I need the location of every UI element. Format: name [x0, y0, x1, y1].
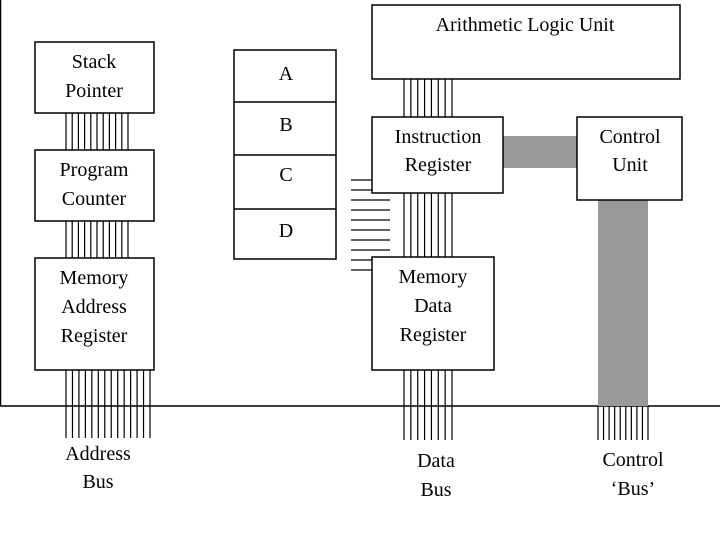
register-c-label: C: [279, 164, 292, 186]
register-d-label: D: [279, 220, 293, 242]
control-bus-label-1: Control: [602, 449, 664, 471]
program-counter-label-1: Program: [60, 159, 129, 181]
control-bus-path: [598, 200, 648, 406]
data-bus-label-2: Bus: [420, 479, 451, 501]
data-bus-label-1: Data: [417, 450, 455, 472]
control-unit-label-1: Control: [599, 126, 661, 148]
stack-pointer-label-1: Stack: [72, 51, 116, 73]
mar-label-2: Address: [61, 296, 127, 318]
ir-to-control-path: [503, 136, 577, 168]
register-a-label: A: [279, 63, 294, 85]
mdr-label-1: Memory: [399, 266, 468, 288]
address-bus-label-2: Bus: [82, 471, 113, 493]
address-bus-label-1: Address: [65, 443, 131, 465]
ir-label-1: Instruction: [395, 126, 482, 148]
mdr-label-2: Data: [414, 295, 452, 317]
control-unit-label-2: Unit: [612, 154, 648, 176]
stack-pointer-label-2: Pointer: [65, 80, 123, 102]
mdr-label-3: Register: [400, 324, 467, 346]
mar-label-3: Register: [61, 325, 128, 347]
program-counter-label-2: Counter: [62, 188, 127, 210]
ir-label-2: Register: [405, 154, 472, 176]
control-bus-label-2: ‘Bus’: [611, 478, 655, 500]
alu-label: Arithmetic Logic Unit: [436, 14, 615, 36]
mar-label-1: Memory: [60, 267, 129, 289]
register-b-label: B: [279, 114, 292, 136]
